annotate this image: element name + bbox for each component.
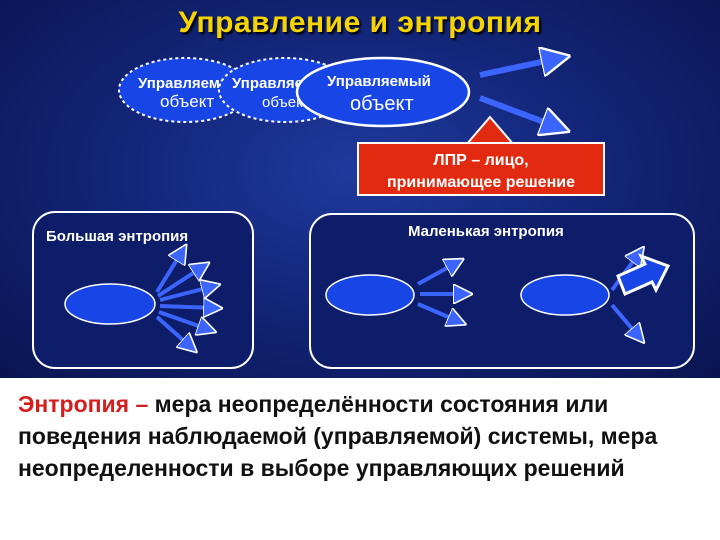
high-entropy-panel: Большая энтропия [32,211,254,369]
page-title: Управление и энтропия [178,6,542,39]
low-entropy-arrow-3 [417,302,460,322]
entropy-definition: Энтропия – мера неопределённости состоян… [18,388,708,484]
controlled-object-label-3b: объект [350,93,414,115]
low-entropy-arrow-1 [417,262,458,286]
low-entropy-object-2 [520,274,610,316]
decision-maker-line1: ЛПР – лицо, [433,152,528,169]
decision-maker-line2: принимающее решение [387,174,575,191]
top-arrow-down [478,95,560,128]
high-entropy-arrow-3 [159,286,214,302]
control-entropy-diagram: Управляемый объект Управляемый объект Уп… [32,0,695,369]
definition-text: мера неопределённости состояния или пове… [18,391,658,481]
low-entropy-label: Маленькая энтропия [408,223,564,240]
low-entropy-object-1 [325,274,415,316]
high-entropy-arrow-6 [155,315,192,348]
high-entropy-arrow-5 [158,310,210,330]
high-entropy-arrow-4 [159,306,216,308]
high-entropy-arrow-1 [155,250,183,294]
high-entropy-object [64,283,156,325]
controlled-object-label-1a: Управляемый [138,75,242,92]
low-entropy-panel: Маленькая энтропия [309,213,695,369]
high-entropy-label: Большая энтропия [46,228,188,245]
decision-maker-box: ЛПР – лицо, принимающее решение [357,142,605,196]
controlled-object-label-3a: Управляемый [327,73,431,90]
low-entropy-arrow-5 [610,303,640,338]
high-entropy-arrow-2 [156,266,204,298]
chosen-decision-arrow-icon [616,253,671,297]
decision-up-arrow-icon [463,115,517,146]
definition-term: Энтропия – [18,391,149,417]
controlled-object-label-1b: объект [160,92,214,111]
top-arrow-up [479,58,560,78]
controlled-object-ellipse-3: Управляемый объект [295,56,471,128]
